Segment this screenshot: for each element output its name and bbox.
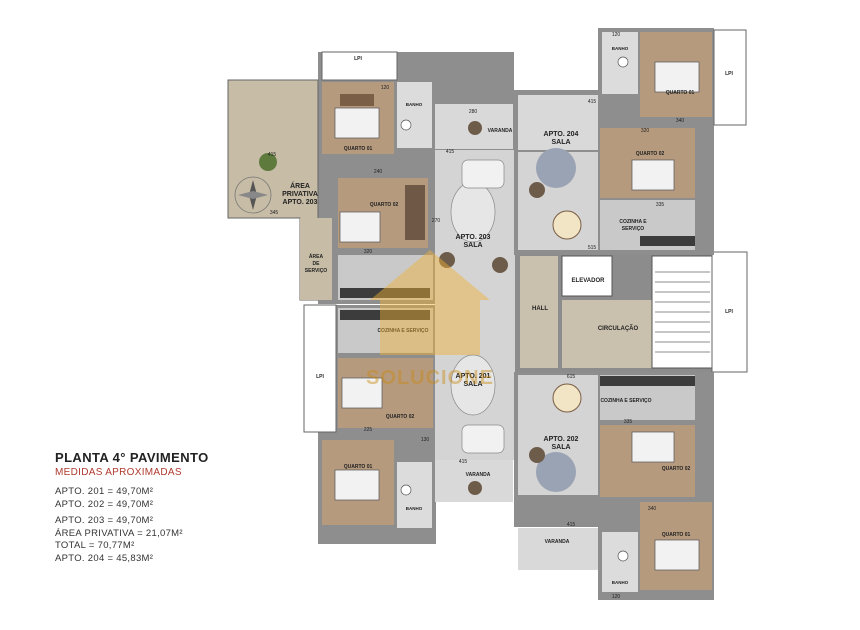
label-cozinha-202: COZINHA E SERVIÇO bbox=[600, 398, 651, 404]
label-area-servico-1: ÁREA bbox=[309, 253, 324, 260]
plant-icon bbox=[259, 153, 277, 171]
dim-225: 225 bbox=[364, 427, 373, 433]
dim-320-a: 320 bbox=[364, 249, 373, 255]
label-apto203-sala-2: SALA bbox=[463, 242, 482, 249]
label-quarto01-203: QUARTO 01 bbox=[344, 146, 373, 152]
apto-201 bbox=[303, 304, 515, 544]
label-lpi-201: LPI bbox=[316, 374, 324, 380]
dim-270-a: 270 bbox=[432, 218, 441, 224]
label-quarto01-204: QUARTO 01 bbox=[666, 90, 695, 96]
label-elevador: ELEVADOR bbox=[572, 278, 606, 284]
lpi-box-right bbox=[711, 251, 748, 373]
dim-415-d: 415 bbox=[459, 459, 468, 465]
label-quarto02-202: QUARTO 02 bbox=[662, 466, 691, 472]
label-quarto01-202: QUARTO 01 bbox=[662, 532, 691, 538]
apto-203 bbox=[227, 51, 515, 305]
label-area-servico-3: SERVIÇO bbox=[305, 268, 328, 274]
label-varanda-203: VARANDA bbox=[488, 128, 513, 134]
plan-subtitle: MEDIDAS APROXIMADAS bbox=[55, 467, 182, 478]
plan-info: PLANTA 4° PAVIMENTO MEDIDAS APROXIMADAS … bbox=[55, 450, 305, 565]
dim-345: 345 bbox=[270, 210, 279, 216]
area-apto-204: APTO. 204 = 45,83M² bbox=[55, 552, 154, 564]
watermark-text: SOLUCIONE bbox=[366, 367, 494, 389]
label-hall: HALL bbox=[532, 306, 548, 312]
dim-415-e: 415 bbox=[567, 522, 576, 528]
label-area-privativa-3: APTO. 203 bbox=[283, 199, 318, 206]
dim-415-c: 415 bbox=[588, 99, 597, 105]
label-apto202-sala-1: APTO. 202 bbox=[544, 436, 579, 443]
dim-340-a: 340 bbox=[676, 118, 685, 124]
dim-280-a: 280 bbox=[469, 109, 478, 115]
label-area-privativa-1: ÁREA bbox=[290, 181, 310, 190]
apto-202 bbox=[514, 372, 714, 600]
dim-335-a: 335 bbox=[656, 202, 665, 208]
label-apto202-sala-2: SALA bbox=[551, 444, 570, 451]
plan-title: PLANTA 4° PAVIMENTO bbox=[55, 450, 209, 465]
label-lpi-203: LPI bbox=[354, 56, 362, 62]
watermark: SOLUCIONE bbox=[366, 250, 494, 389]
dim-120-a: 120 bbox=[381, 85, 390, 91]
label-circulacao: CIRCULAÇÃO bbox=[598, 325, 639, 332]
label-cozinha-204-2: SERVIÇO bbox=[622, 226, 645, 232]
label-quarto01-201: QUARTO 01 bbox=[344, 464, 373, 470]
label-quarto02-203: QUARTO 02 bbox=[370, 202, 399, 208]
label-apto201-sala-2: SALA bbox=[463, 381, 482, 388]
label-apto204-sala-1: APTO. 204 bbox=[544, 131, 579, 138]
area-apto-202: APTO. 202 = 49,70M² bbox=[55, 498, 154, 510]
dim-415-b: 415 bbox=[268, 152, 277, 158]
label-quarto02-201: QUARTO 02 bbox=[386, 414, 415, 420]
label-cozinha-201: COZINHA E SERVIÇO bbox=[377, 328, 428, 334]
label-apto203-sala-1: APTO. 203 bbox=[456, 234, 491, 241]
label-banho-202: BANHO bbox=[612, 580, 629, 585]
dim-340-b: 340 bbox=[648, 506, 657, 512]
label-quarto02-204: QUARTO 02 bbox=[636, 151, 665, 157]
label-lpi-core: LPI bbox=[725, 309, 733, 315]
area-total: TOTAL = 70,77M² bbox=[55, 540, 135, 551]
apto-204 bbox=[514, 28, 747, 255]
dim-240-a: 240 bbox=[374, 169, 383, 175]
label-varanda-202: VARANDA bbox=[545, 539, 570, 545]
compass-rose bbox=[234, 176, 272, 214]
label-cozinha-204-1: COZINHA E bbox=[619, 219, 647, 225]
label-lpi-204: LPI bbox=[725, 71, 733, 77]
dim-120-c: 120 bbox=[612, 594, 621, 600]
dim-120-b: 120 bbox=[612, 32, 621, 38]
label-area-servico-2: DE bbox=[313, 261, 321, 267]
dim-415-a: 415 bbox=[446, 149, 455, 155]
label-banho-204: BANHO bbox=[612, 46, 629, 51]
label-banho-203: BANHO bbox=[406, 102, 423, 107]
area-privativa: ÁREA PRIVATIVA = 21,07M² bbox=[55, 527, 183, 539]
label-varanda-201: VARANDA bbox=[466, 472, 491, 478]
dim-615: 615 bbox=[567, 374, 576, 380]
dim-130: 130 bbox=[421, 437, 430, 443]
label-banho-201: BANHO bbox=[406, 506, 423, 511]
label-apto204-sala-2: SALA bbox=[551, 139, 570, 146]
circulation-core bbox=[515, 252, 715, 372]
label-area-privativa-2: PRIVATIVA bbox=[282, 191, 318, 198]
dim-320-b: 320 bbox=[641, 128, 650, 134]
dim-515: 515 bbox=[588, 245, 597, 251]
label-apto201-sala-1: APTO. 201 bbox=[456, 373, 491, 380]
area-apto-203: APTO. 203 = 49,70M² bbox=[55, 515, 154, 526]
dim-335-b: 335 bbox=[624, 419, 633, 425]
area-apto-201: APTO. 201 = 49,70M² bbox=[55, 486, 154, 497]
